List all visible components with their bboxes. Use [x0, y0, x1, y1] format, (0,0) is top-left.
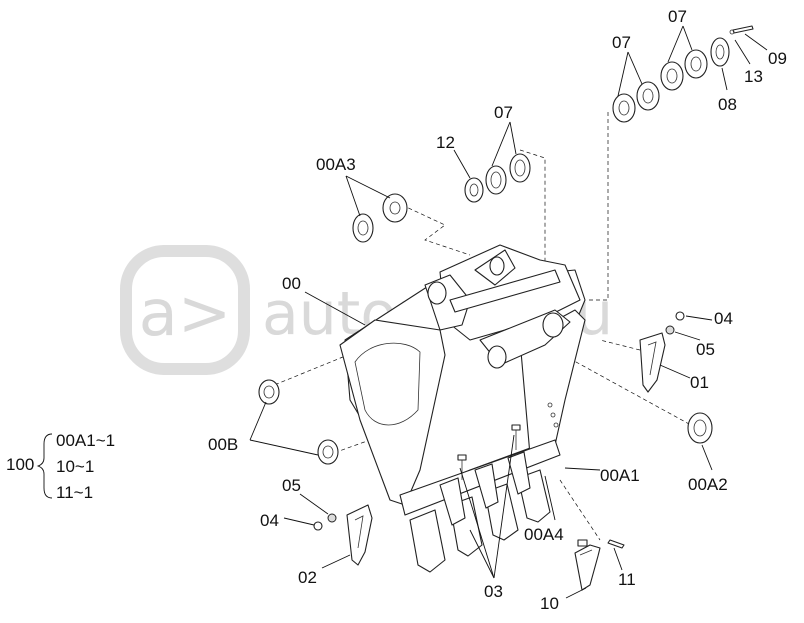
label-00A2: 00A2 [688, 475, 728, 494]
assembly-item-1: 00A1~1 [56, 431, 115, 450]
tooth-adapter-10 [574, 539, 625, 591]
label-05-right: 05 [696, 340, 715, 359]
label-00A3: 00A3 [316, 155, 356, 174]
label-00A1: 00A1 [600, 466, 640, 485]
label-04-right: 04 [714, 309, 733, 328]
shims-upper-right [612, 25, 754, 123]
label-01: 01 [690, 373, 709, 392]
bucket-body [339, 244, 586, 516]
label-12: 12 [436, 133, 455, 152]
leader-lines [249, 25, 768, 599]
watermark-logo: a> [139, 277, 232, 351]
label-09: 09 [768, 49, 787, 68]
label-00A4: 00A4 [524, 525, 564, 544]
label-00: 00 [282, 274, 301, 293]
assembly-legend: 100 00A1~1 10~1 11~1 [6, 431, 115, 502]
label-03: 03 [484, 582, 503, 601]
label-07-top-left: 07 [612, 33, 631, 52]
label-13: 13 [744, 67, 763, 86]
side-cutter-right [639, 311, 685, 393]
bucket-teeth [409, 451, 551, 573]
callout-labels: 07 07 07 09 13 08 12 00A3 00 04 05 01 00… [208, 7, 787, 613]
side-cutter-left [313, 504, 373, 566]
label-08: 08 [718, 95, 737, 114]
label-07-middle: 07 [494, 103, 513, 122]
label-11: 11 [618, 570, 636, 589]
watermark-logo-frame [120, 245, 250, 375]
label-02: 02 [298, 568, 317, 587]
bushings-00B [258, 379, 339, 465]
label-07-top: 07 [668, 7, 687, 26]
bushing-00A2 [687, 412, 713, 444]
label-00B: 00B [208, 435, 238, 454]
shims-middle [464, 153, 531, 203]
bolt-heads [457, 402, 559, 480]
label-10: 10 [540, 594, 559, 613]
label-05-left: 05 [282, 476, 301, 495]
bushings-00A3 [352, 193, 408, 243]
assembly-item-3: 11~1 [56, 483, 93, 502]
label-04-left: 04 [260, 511, 279, 530]
assembly-id: 100 [6, 455, 34, 474]
assembly-item-2: 10~1 [56, 457, 94, 476]
